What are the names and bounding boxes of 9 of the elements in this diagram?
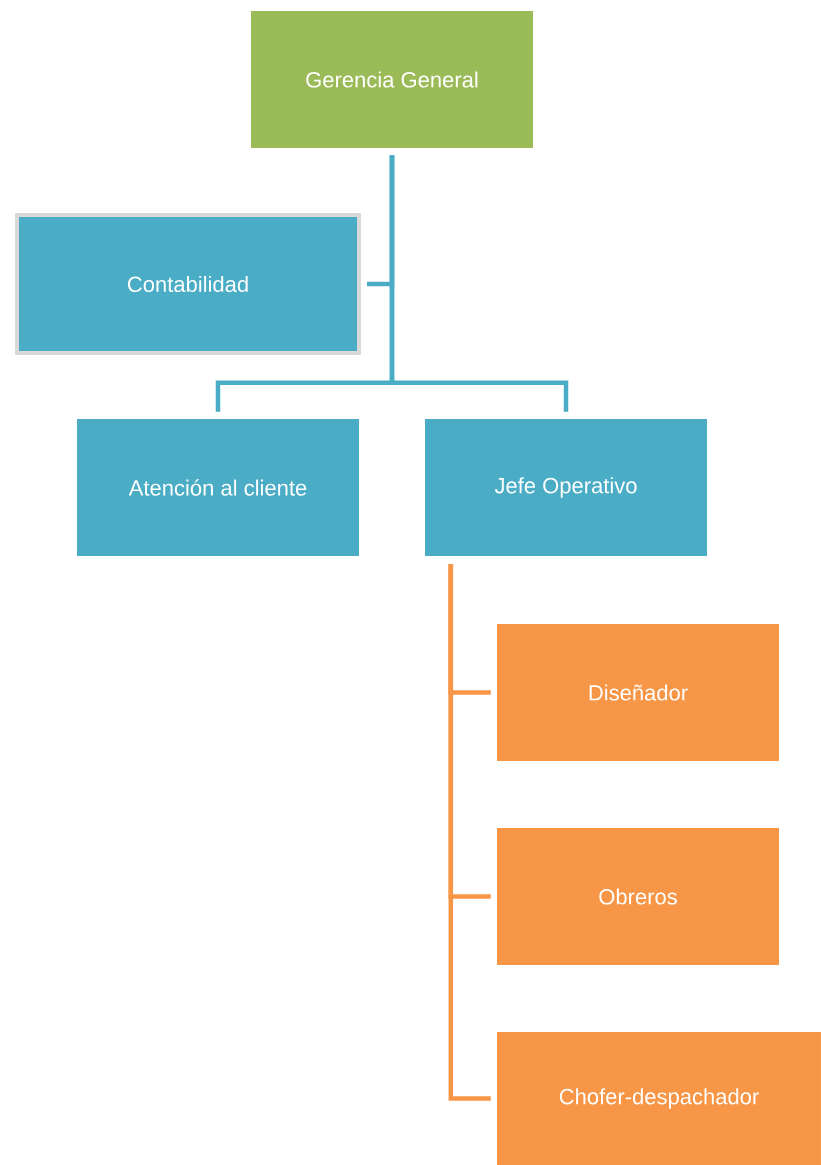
org-box: Contabilidad bbox=[15, 213, 361, 355]
org-box: Chofer-despachador bbox=[497, 1032, 821, 1165]
org-box: Atención al cliente bbox=[77, 419, 359, 556]
org-box: Gerencia General bbox=[251, 11, 533, 148]
org-box: Diseñador bbox=[497, 624, 779, 761]
connector-line bbox=[448, 564, 491, 1101]
org-box: Obreros bbox=[497, 828, 779, 965]
connector-line bbox=[389, 155, 569, 412]
org-box: Jefe Operativo bbox=[425, 419, 707, 556]
